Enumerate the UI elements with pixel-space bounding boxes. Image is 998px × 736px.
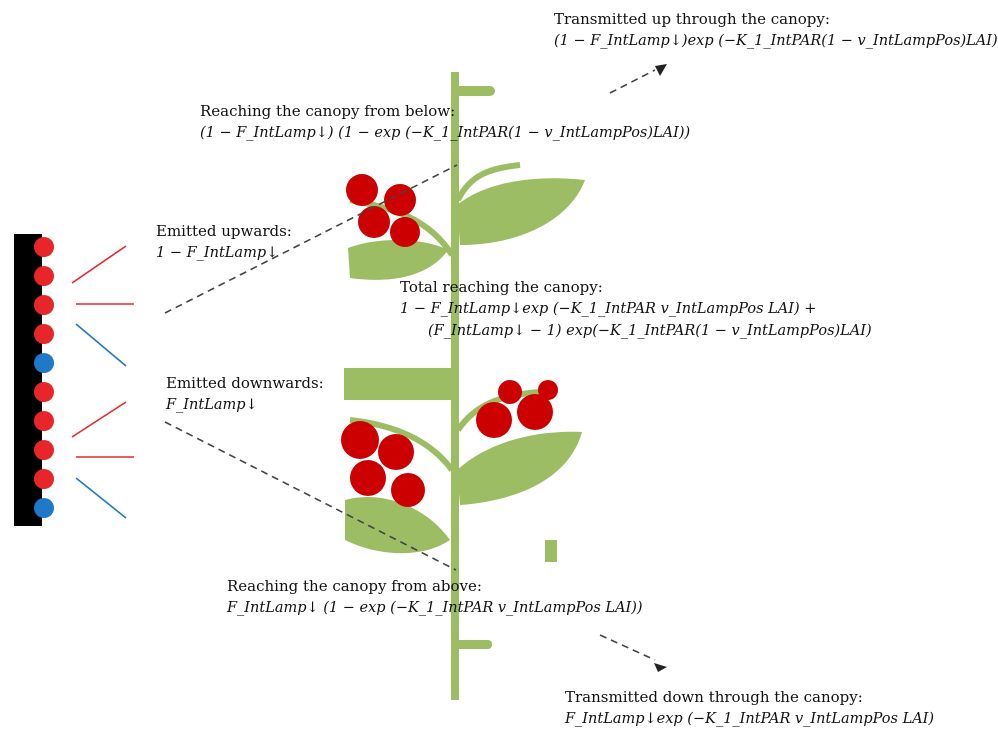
reaching-above-formula: F_IntLamp↓ (1 − exp (−K_1_IntPAR v_IntLa… bbox=[227, 600, 643, 616]
red-led bbox=[34, 324, 54, 344]
emitted-up-formula: 1 − F_IntLamp↓ bbox=[156, 245, 279, 261]
upward-light-path bbox=[164, 164, 458, 314]
upper-branch-right bbox=[455, 162, 521, 202]
transmitted-down-formula: F_IntLamp↓exp (−K_1_IntPAR v_IntLampPos … bbox=[565, 711, 935, 727]
red-led bbox=[34, 440, 54, 460]
berry bbox=[517, 394, 553, 430]
light-interception-diagram bbox=[14, 64, 667, 700]
middle-leaf-top-left bbox=[344, 368, 452, 400]
red-led bbox=[34, 295, 54, 315]
transmitted-up-label: Transmitted up through the canopy: (1 − … bbox=[554, 8, 998, 52]
berry bbox=[384, 184, 416, 216]
transmitted-down-heading: Transmitted down through the canopy: bbox=[565, 688, 863, 706]
reaching-below-heading: Reaching the canopy from below: bbox=[200, 102, 456, 120]
berry bbox=[350, 460, 386, 496]
reaching-above-heading: Reaching the canopy from above: bbox=[227, 577, 482, 595]
berry bbox=[346, 174, 378, 206]
upper-leaf-right bbox=[457, 178, 585, 245]
red-led bbox=[34, 411, 54, 431]
plant-stem bbox=[451, 72, 459, 700]
light-rays bbox=[71, 245, 134, 519]
upper-leaf-left bbox=[348, 239, 448, 280]
interlighting-lamp bbox=[14, 234, 54, 526]
reaching-above-label: Reaching the canopy from above: F_IntLam… bbox=[227, 575, 643, 619]
total-reaching-formula-line1: 1 − F_IntLamp↓exp (−K_1_IntPAR v_IntLamp… bbox=[400, 301, 817, 317]
berry bbox=[538, 380, 558, 400]
berry bbox=[498, 380, 522, 404]
total-reaching-formula-line2: (F_IntLamp↓ − 1) exp(−K_1_IntPAR(1 − v_I… bbox=[428, 323, 872, 339]
red-led bbox=[34, 266, 54, 286]
transmitted-down-label: Transmitted down through the canopy: F_I… bbox=[565, 686, 934, 730]
berry bbox=[476, 402, 512, 438]
reaching-below-label: Reaching the canopy from below: (1 − F_I… bbox=[200, 100, 690, 144]
upper-plant bbox=[346, 162, 585, 280]
red-light-ray bbox=[71, 245, 127, 284]
transmitted-down-path bbox=[599, 634, 656, 661]
transmitted-up-heading: Transmitted up through the canopy: bbox=[554, 10, 830, 28]
berry bbox=[358, 206, 390, 238]
lower-leaf-right bbox=[545, 540, 557, 562]
blue-light-ray bbox=[75, 323, 127, 367]
plant-stem-top bbox=[455, 86, 495, 96]
downward-light-path bbox=[164, 421, 457, 571]
transmitted-down-arrowhead bbox=[654, 663, 667, 672]
transmitted-up-arrowhead bbox=[655, 64, 667, 76]
total-reaching-label: Total reaching the canopy: 1 − F_IntLamp… bbox=[400, 276, 872, 342]
red-led bbox=[34, 237, 54, 257]
berry bbox=[391, 473, 425, 507]
blue-led bbox=[34, 498, 54, 518]
transmitted-up-path bbox=[609, 69, 656, 94]
red-led bbox=[34, 469, 54, 489]
plant bbox=[341, 72, 585, 700]
emitted-down-heading: Emitted downwards: bbox=[166, 374, 324, 392]
red-light-ray bbox=[71, 401, 127, 438]
emitted-down-formula: F_IntLamp↓ bbox=[166, 397, 258, 413]
light-paths bbox=[164, 69, 656, 661]
blue-led bbox=[34, 353, 54, 373]
lower-leaf-stub bbox=[452, 640, 492, 649]
emitted-up-label: Emitted upwards: 1 − F_IntLamp↓ bbox=[156, 220, 292, 264]
red-led bbox=[34, 382, 54, 402]
reaching-below-formula: (1 − F_IntLamp↓) (1 − exp (−K_1_IntPAR(1… bbox=[200, 125, 691, 141]
middle-plant bbox=[341, 368, 582, 554]
blue-light-ray bbox=[75, 477, 127, 519]
berry bbox=[378, 434, 414, 470]
emitted-down-label: Emitted downwards: F_IntLamp↓ bbox=[166, 372, 324, 416]
berry bbox=[341, 421, 379, 459]
total-reaching-heading: Total reaching the canopy: bbox=[400, 278, 603, 296]
emitted-up-heading: Emitted upwards: bbox=[156, 222, 292, 240]
middle-leaf-right bbox=[457, 431, 582, 505]
transmitted-up-formula: (1 − F_IntLamp↓)exp (−K_1_IntPAR(1 − v_I… bbox=[554, 33, 998, 49]
berry bbox=[390, 217, 420, 247]
middle-leaf-left bbox=[345, 496, 450, 554]
